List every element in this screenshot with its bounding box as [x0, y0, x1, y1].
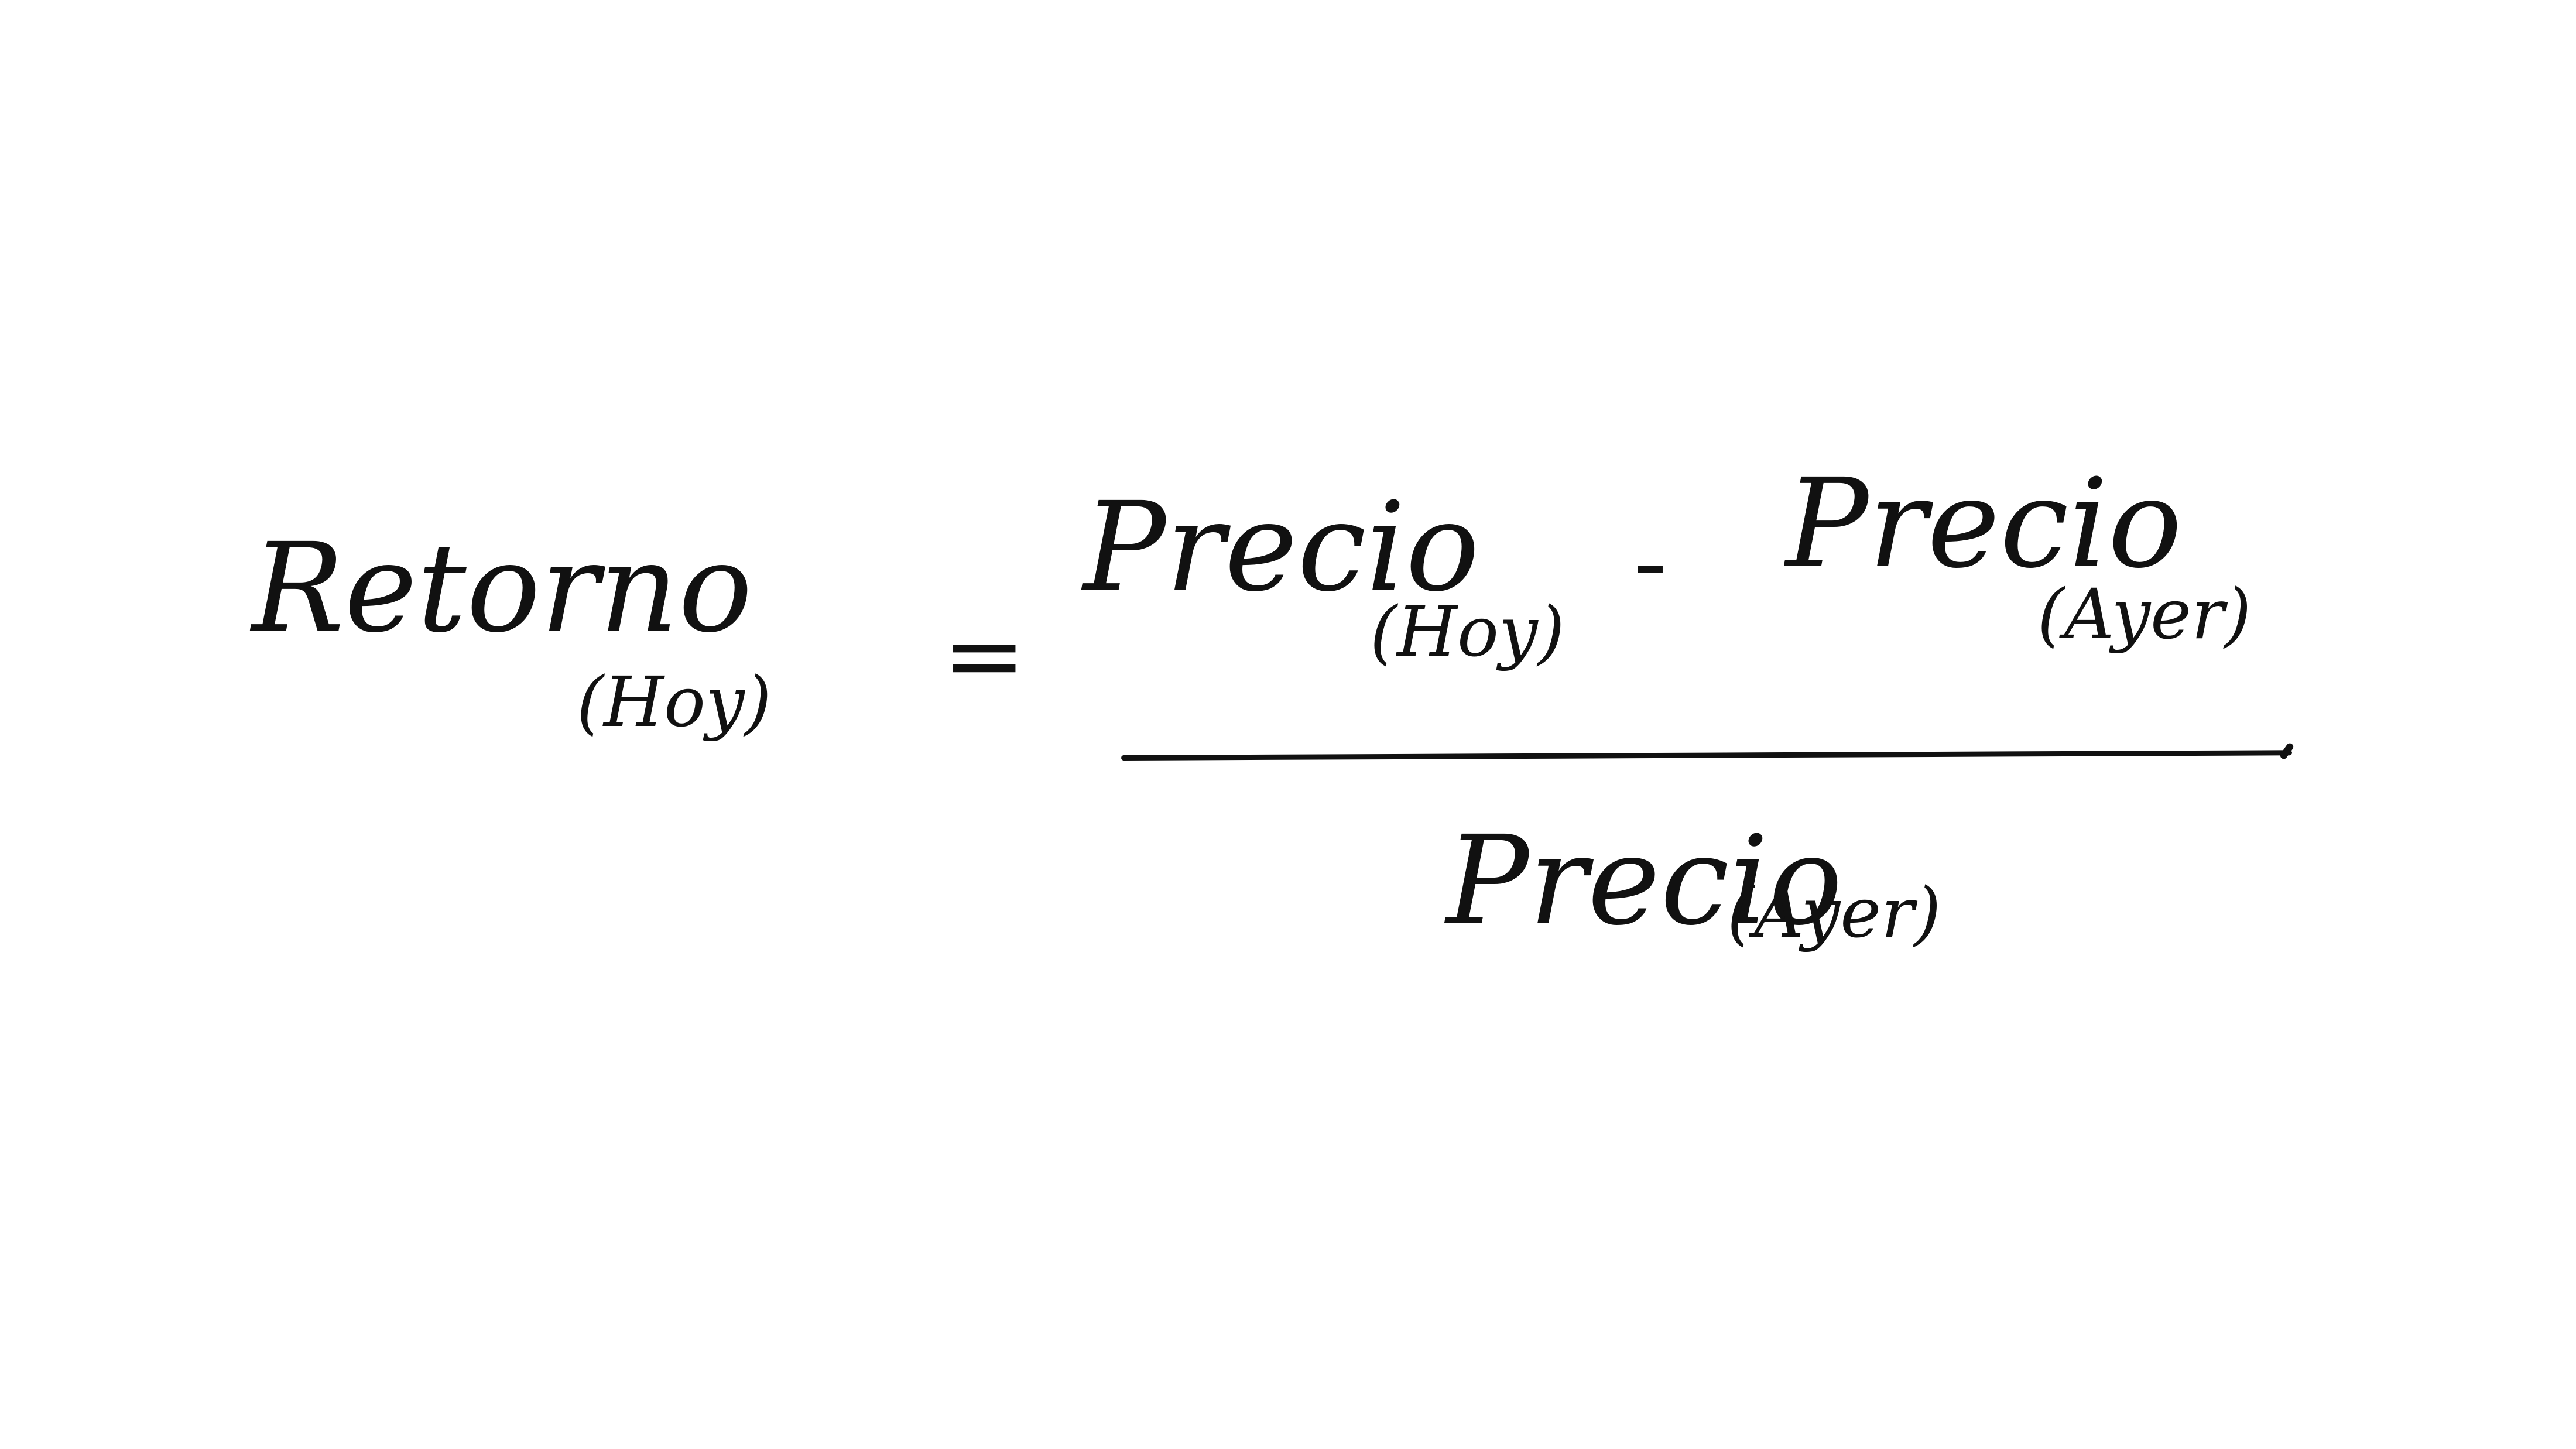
denominator-subscript: (Ayer)	[1727, 872, 1941, 953]
lhs-subscript: (Hoy)	[577, 662, 772, 742]
equals-sign: =	[943, 598, 1026, 714]
numerator-term-1: Precio	[1083, 475, 1480, 619]
fraction-bar	[1121, 750, 2293, 761]
numerator-term-2: Precio	[1786, 452, 2183, 595]
numerator-term-2-subscript: (Ayer)	[2037, 574, 2252, 655]
denominator-term: Precio	[1446, 809, 1843, 953]
minus-sign: -	[1633, 504, 1667, 620]
numerator-term-1-subscript: (Hoy)	[1370, 591, 1565, 672]
lhs-term: Retorno	[252, 516, 753, 660]
